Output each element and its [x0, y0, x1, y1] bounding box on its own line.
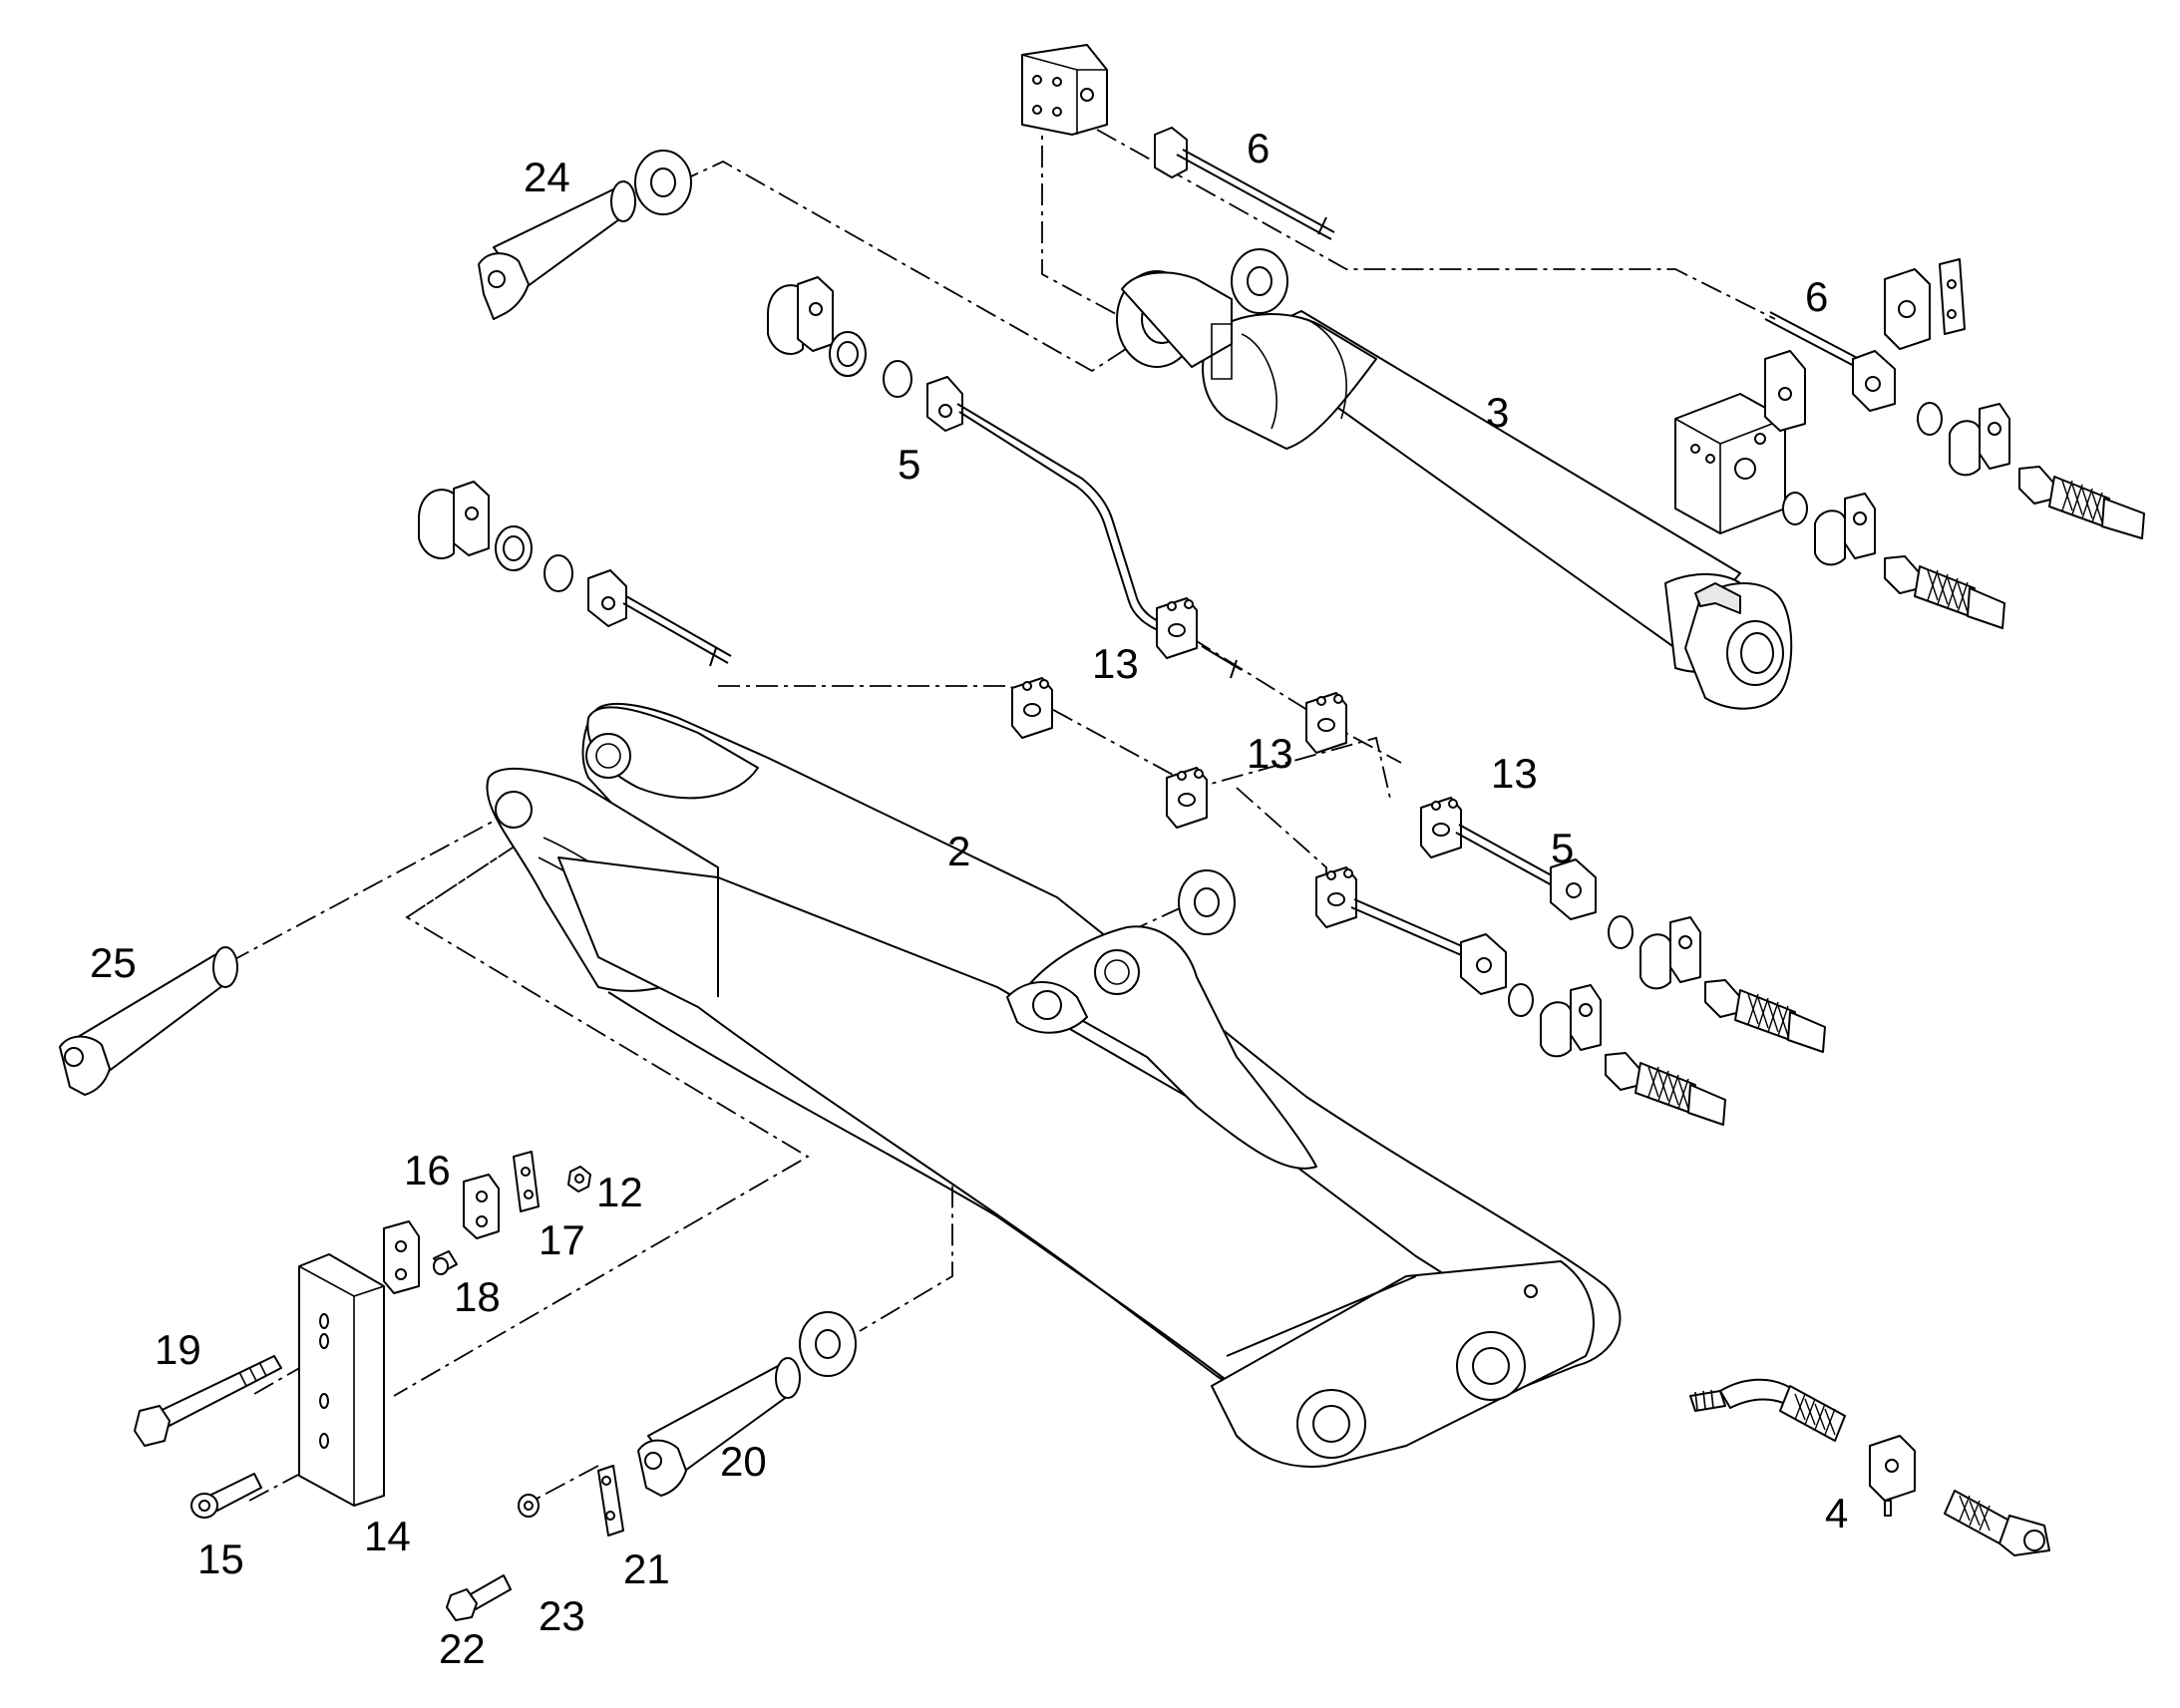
bolt-15	[190, 1473, 262, 1519]
hydraulic-tube-6-top	[1154, 127, 1335, 240]
callout-23: 23	[539, 1592, 585, 1639]
callout-19: 19	[155, 1326, 201, 1373]
tube-clamp	[1011, 677, 1053, 739]
callout-20: 20	[720, 1438, 767, 1485]
callout-6-top: 6	[1247, 125, 1270, 171]
tube-clamp	[1420, 797, 1462, 858]
callout-21: 21	[623, 1545, 670, 1592]
callout-5-lower: 5	[1551, 825, 1574, 871]
callout-6-right: 6	[1805, 273, 1828, 320]
washer-24	[634, 150, 692, 215]
hose-assembly-middle-upper	[1608, 915, 1826, 1053]
callout-16: 16	[404, 1147, 451, 1194]
hose-assembly-right-lower	[1782, 492, 2005, 629]
callout-17: 17	[539, 1216, 585, 1263]
plate-17	[513, 1151, 540, 1212]
cylinder-washer	[1231, 248, 1288, 314]
washer-boom	[1178, 869, 1236, 935]
boom-arm	[486, 702, 1622, 1468]
valve-block-top	[1021, 44, 1108, 136]
nut-12	[567, 1166, 591, 1193]
pin-20	[637, 1357, 801, 1497]
hydraulic-tube-middle-left	[587, 569, 732, 667]
flange-set-middle	[418, 481, 573, 592]
spacer-18	[433, 1250, 458, 1275]
hydraulic-tube-5-lower	[1350, 824, 1597, 995]
callout-22: 22	[439, 1625, 486, 1672]
hose-assembly-right-upper	[1917, 402, 2145, 539]
callout-15: 15	[197, 1536, 244, 1582]
tube-clamp	[1305, 692, 1347, 754]
tube-clamp	[1166, 767, 1208, 829]
clamp-left	[383, 1220, 420, 1294]
tube-clamp	[1315, 866, 1357, 928]
callout-3: 3	[1486, 389, 1509, 436]
callout-labels: 2 3 4 5 5 6 6 12 13 13 13 14 15 16 17 18…	[90, 125, 1848, 1672]
tube-clamp	[1156, 597, 1198, 659]
callout-13-b: 13	[1247, 730, 1293, 777]
callout-25: 25	[90, 939, 137, 986]
callout-18: 18	[454, 1273, 501, 1320]
callout-12: 12	[596, 1169, 643, 1215]
callout-4: 4	[1825, 1490, 1848, 1537]
pin-24	[478, 180, 636, 320]
pin-25	[59, 946, 238, 1096]
plate-21	[597, 1465, 624, 1537]
hose-assembly-middle-lower	[1508, 983, 1726, 1126]
callout-24: 24	[524, 154, 570, 200]
hydraulic-cylinder	[1116, 270, 1793, 710]
fitting-4	[1689, 1378, 2050, 1556]
callout-14: 14	[364, 1513, 411, 1559]
washer-23	[518, 1494, 540, 1518]
clamp-block-right	[1764, 258, 1966, 432]
bolt-19	[134, 1355, 282, 1447]
callout-13-a: 13	[1092, 640, 1139, 687]
mounting-plate-14	[298, 1253, 385, 1507]
bolt-22	[446, 1574, 512, 1621]
flange-set-upper	[767, 276, 912, 398]
clamp-16	[463, 1174, 500, 1239]
callout-2: 2	[947, 828, 970, 874]
washer-20	[799, 1311, 857, 1377]
callout-13-c: 13	[1491, 750, 1538, 797]
hydraulic-tube-6-right	[1764, 311, 1896, 412]
callout-5-upper: 5	[898, 441, 920, 488]
